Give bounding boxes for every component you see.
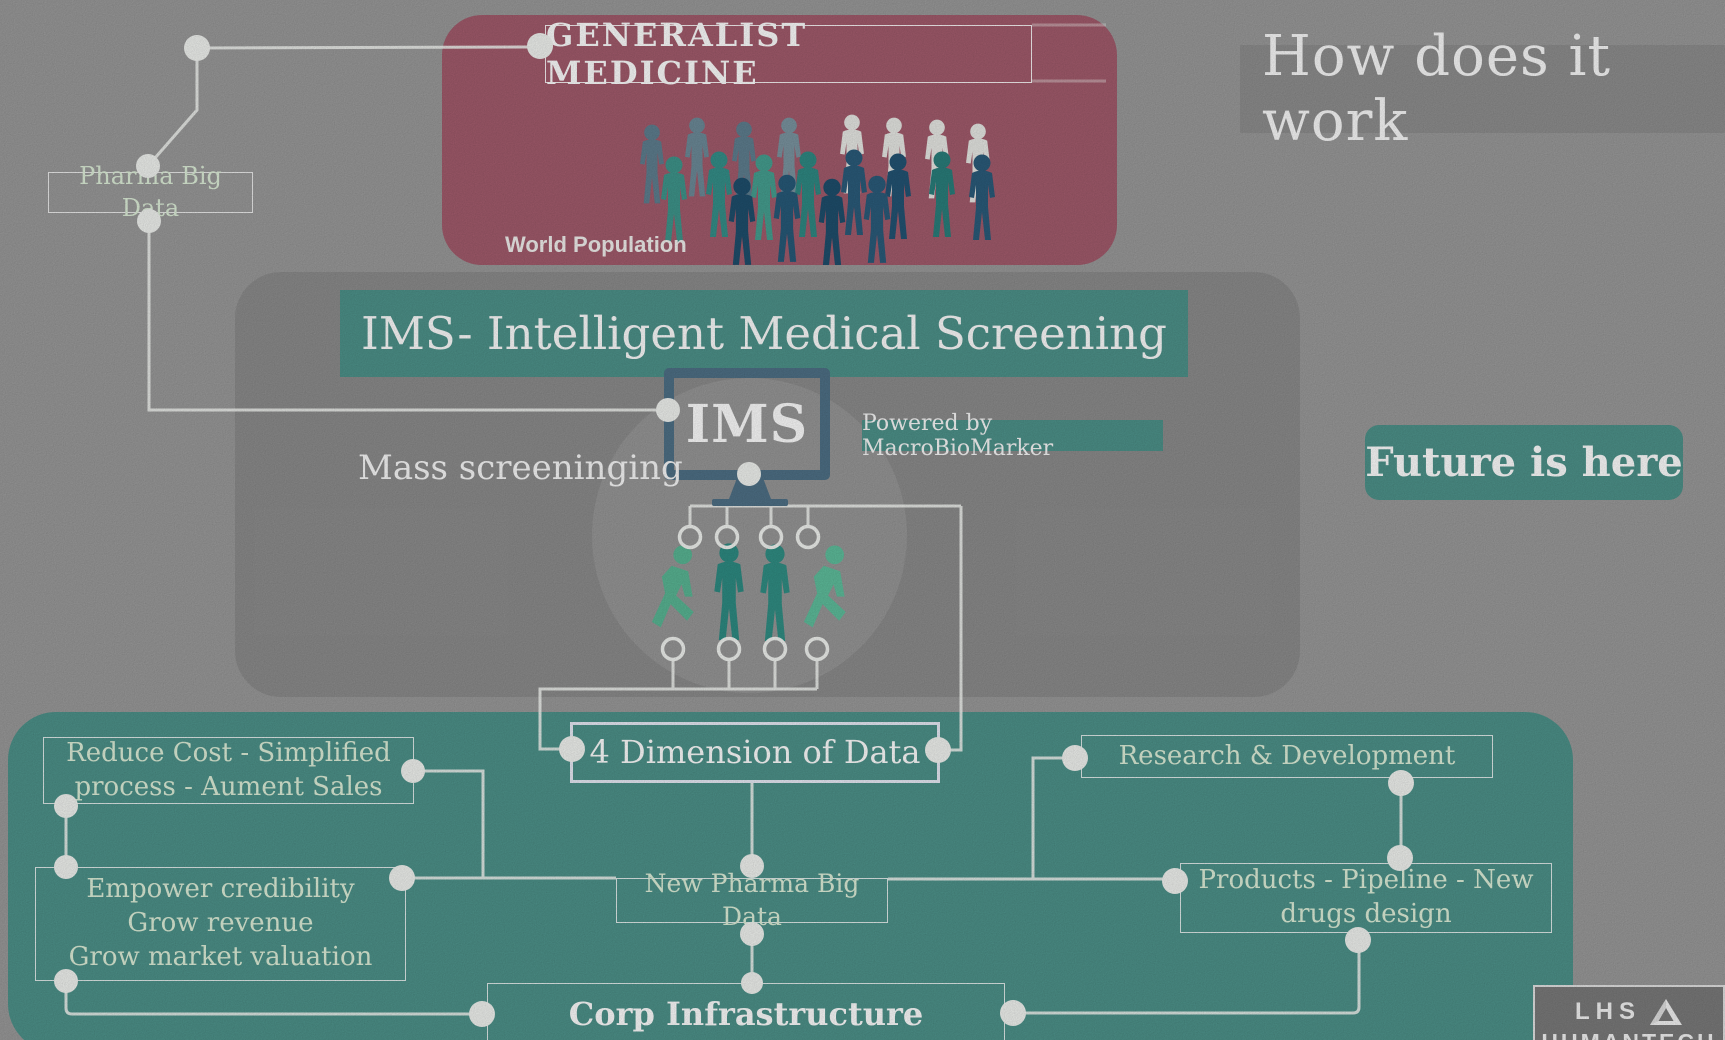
ims-monitor-icon: IMS bbox=[664, 368, 830, 480]
node-corp-infrastructure: Corp Infrastructure powered bbox=[487, 983, 1005, 1040]
corp-infrastructure-label: Corp Infrastructure powered bbox=[568, 995, 924, 1040]
empower-line3: Grow market valuation bbox=[68, 941, 373, 972]
empower-line1: Empower credibility bbox=[86, 874, 355, 905]
research-development-label: Research & Development bbox=[1118, 740, 1456, 771]
node-empower: Empower credibility Grow revenue Grow ma… bbox=[35, 867, 406, 981]
empower-line2: Grow revenue bbox=[127, 908, 314, 939]
node-reduce-cost: Reduce Cost - Simplified process - Aumen… bbox=[43, 737, 414, 804]
node-pharma-big-data: Pharma Big Data bbox=[48, 162, 253, 222]
ims-monitor-label: IMS bbox=[685, 393, 809, 455]
node-four-dimension: 4 Dimension of Data bbox=[570, 722, 940, 783]
future-is-here-label: Future is here bbox=[1365, 439, 1683, 486]
slide-heading-band: How does it work bbox=[1240, 24, 1725, 154]
pharma-big-data-label: Pharma Big Data bbox=[79, 162, 222, 222]
lhs-humantech-logo: LHS HUMANTECH bbox=[1533, 985, 1725, 1040]
powered-by-badge: Powered by MacroBioMarker bbox=[862, 411, 1163, 461]
generalist-medicine-title-box: GENERALIST MEDICINE bbox=[545, 16, 1032, 92]
node-research-development: Research & Development bbox=[1081, 735, 1493, 778]
logo-line1: LHS bbox=[1575, 998, 1641, 1025]
node-new-pharma: New Pharma Big Data bbox=[616, 869, 888, 931]
products-line1: Products - Pipeline - New bbox=[1198, 865, 1534, 896]
screened-people-icon bbox=[651, 543, 846, 641]
four-dimension-label: 4 Dimension of Data bbox=[589, 732, 921, 771]
world-population-label: World Population bbox=[505, 232, 687, 257]
node-products-pipeline: Products - Pipeline - New drugs design bbox=[1180, 863, 1552, 933]
reduce-cost-line2: process - Aument Sales bbox=[74, 771, 383, 802]
humantech-triangle-icon bbox=[1650, 999, 1682, 1025]
ims-banner-title: IMS- Intelligent Medical Screening bbox=[361, 307, 1167, 360]
mass-screening-label: Mass screeninging bbox=[358, 448, 683, 488]
generalist-medicine-title: GENERALIST MEDICINE bbox=[546, 16, 808, 92]
powered-by-label: Powered by MacroBioMarker bbox=[862, 410, 1054, 461]
future-is-here-badge: Future is here bbox=[1365, 425, 1683, 500]
slide-heading: How does it work bbox=[1262, 24, 1611, 154]
ims-banner: IMS- Intelligent Medical Screening bbox=[340, 290, 1188, 377]
logo-line2: HUMANTECH bbox=[1541, 1029, 1716, 1040]
new-pharma-label: New Pharma Big Data bbox=[644, 869, 860, 931]
products-line2: drugs design bbox=[1280, 899, 1452, 929]
reduce-cost-line1: Reduce Cost - Simplified bbox=[66, 737, 391, 768]
